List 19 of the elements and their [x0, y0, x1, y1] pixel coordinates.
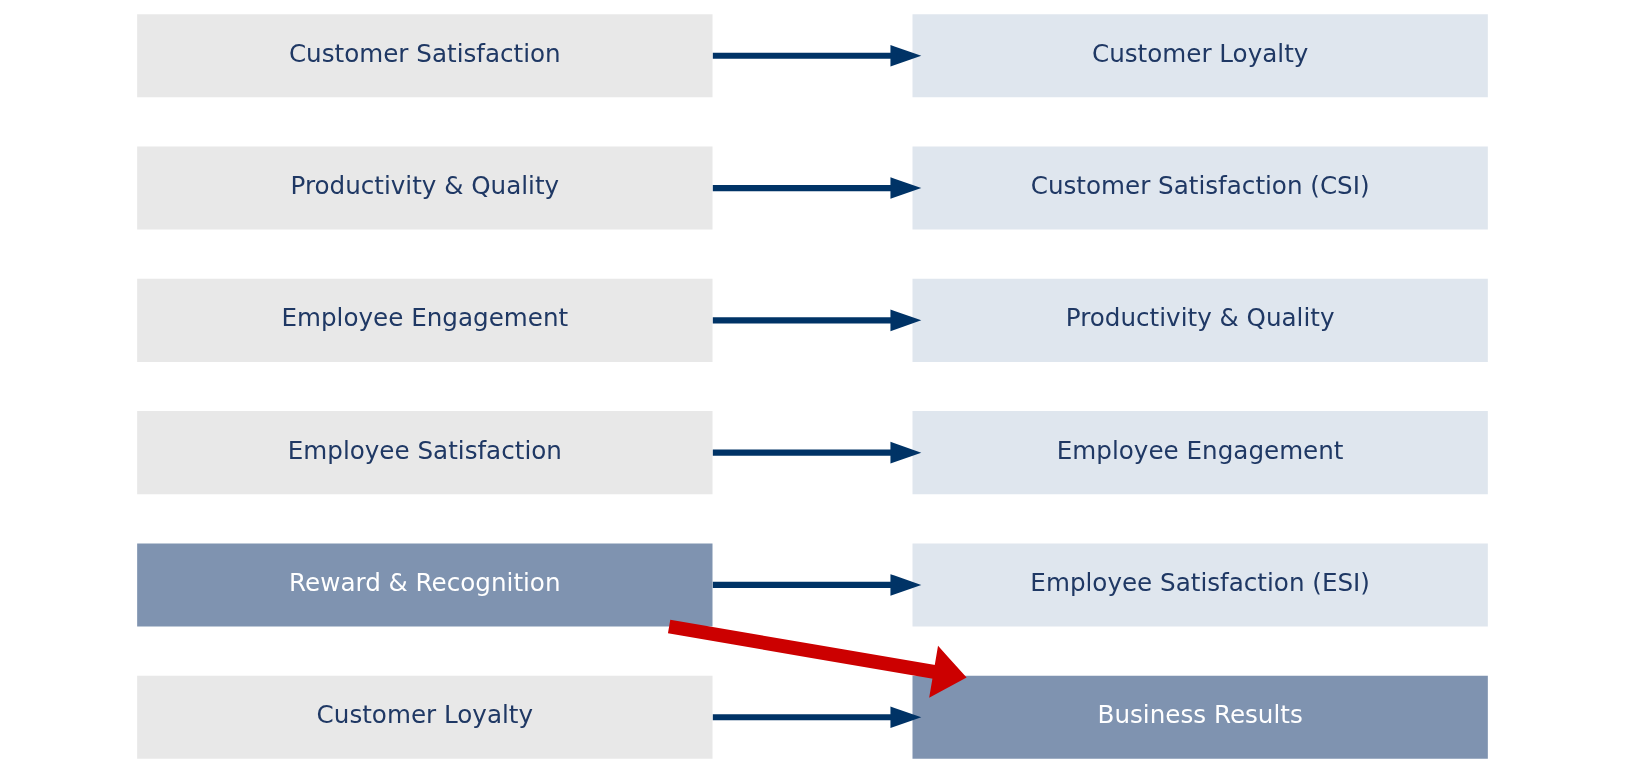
- node-box: Customer Satisfaction (CSI): [912, 146, 1488, 230]
- arrow: [712, 574, 922, 596]
- node-box: Employee Engagement: [137, 278, 713, 362]
- node-box: Employee Satisfaction: [137, 411, 713, 495]
- arrow: [712, 44, 922, 67]
- node-box: Productivity & Quality: [137, 146, 713, 230]
- node-box: Customer Loyalty: [137, 675, 713, 759]
- node-box: Employee Engagement: [912, 411, 1488, 495]
- node-box: Reward & Recognition: [137, 543, 713, 627]
- node-box: Customer Loyalty: [912, 14, 1488, 98]
- arrow: [712, 441, 922, 464]
- arrow: [712, 177, 922, 199]
- arrow: [712, 309, 922, 332]
- node-box: Business Results: [912, 675, 1488, 759]
- node-box: Customer Satisfaction: [137, 14, 713, 98]
- node-box: Employee Satisfaction (ESI): [912, 543, 1488, 627]
- arrow: [712, 706, 922, 729]
- arrow: [667, 619, 967, 698]
- node-box: Productivity & Quality: [912, 278, 1488, 362]
